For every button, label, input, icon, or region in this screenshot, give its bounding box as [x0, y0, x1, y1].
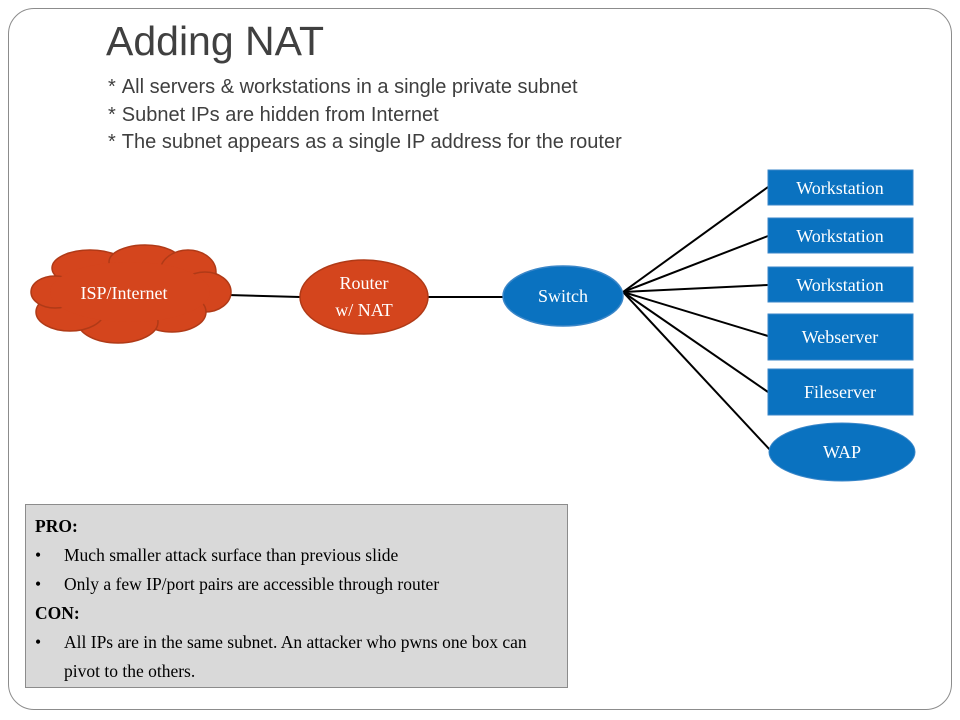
bullet-text: Subnet IPs are hidden from Internet	[121, 103, 439, 126]
bullet-item: *Subnet IPs are hidden from Internet	[108, 102, 622, 130]
bullet-marker: *	[108, 76, 116, 98]
device-box	[767, 368, 914, 416]
slide-title: Adding NAT	[106, 18, 325, 64]
pro-item: Much smaller attack surface than previou…	[35, 541, 559, 570]
device-label: Fileserver	[804, 382, 876, 402]
router-label-line1: Router	[340, 273, 389, 293]
link-switch-workstation-1	[622, 186, 769, 293]
device-label: Webserver	[802, 327, 879, 347]
connector-lines	[227, 186, 772, 452]
device-wap: WAP	[768, 422, 916, 482]
bullet-item: *All servers & workstations in a single …	[108, 74, 622, 102]
link-switch-workstation-3	[622, 284, 769, 293]
pro-heading: PRO:	[35, 516, 78, 536]
pro-con-box: PRO: Much smaller attack surface than pr…	[25, 504, 568, 688]
con-heading: CON:	[35, 603, 80, 623]
device-label: Workstation	[796, 226, 884, 246]
bullet-text: The subnet appears as a single IP addres…	[121, 131, 622, 153]
bullet-marker: *	[108, 131, 116, 153]
wap-shape	[768, 422, 916, 482]
link-switch-wap	[622, 291, 772, 452]
link-switch-workstation-2	[622, 235, 769, 293]
device-box	[767, 266, 914, 303]
router-shape	[299, 259, 429, 335]
con-list: All IPs are in the same subnet. An attac…	[35, 628, 559, 686]
isp-cloud: ISP/Internet	[30, 244, 232, 344]
con-item: All IPs are in the same subnet. An attac…	[35, 628, 559, 686]
device-workstation-3: Workstation	[767, 266, 914, 303]
cloud-icon	[30, 244, 232, 344]
device-box	[767, 217, 914, 254]
link-isp-router	[227, 294, 301, 298]
link-switch-fileserver	[622, 291, 769, 393]
link-switch-webserver	[622, 291, 769, 337]
device-label: WAP	[823, 442, 861, 462]
router-label-line2: w/ NAT	[335, 300, 393, 320]
switch-shape	[502, 265, 624, 327]
switch-node: Switch	[502, 265, 624, 327]
router-node: Router w/ NAT	[299, 259, 429, 335]
device-label: Workstation	[796, 178, 884, 198]
pro-list: Much smaller attack surface than previou…	[35, 541, 559, 599]
bullet-marker: *	[108, 103, 116, 126]
device-workstation-2: Workstation	[767, 217, 914, 254]
bullet-item: *The subnet appears as a single IP addre…	[108, 129, 622, 157]
device-label: Workstation	[796, 275, 884, 295]
device-box	[767, 313, 914, 361]
switch-label: Switch	[538, 286, 588, 306]
isp-label: ISP/Internet	[81, 283, 168, 303]
device-fileserver: Fileserver	[767, 368, 914, 416]
device-workstation-1: Workstation	[767, 169, 914, 206]
bullet-list: *All servers & workstations in a single …	[108, 74, 622, 157]
pro-item: Only a few IP/port pairs are accessible …	[35, 570, 559, 599]
device-webserver: Webserver	[767, 313, 914, 361]
bullet-text: All servers & workstations in a single p…	[121, 76, 578, 98]
device-box	[767, 169, 914, 206]
